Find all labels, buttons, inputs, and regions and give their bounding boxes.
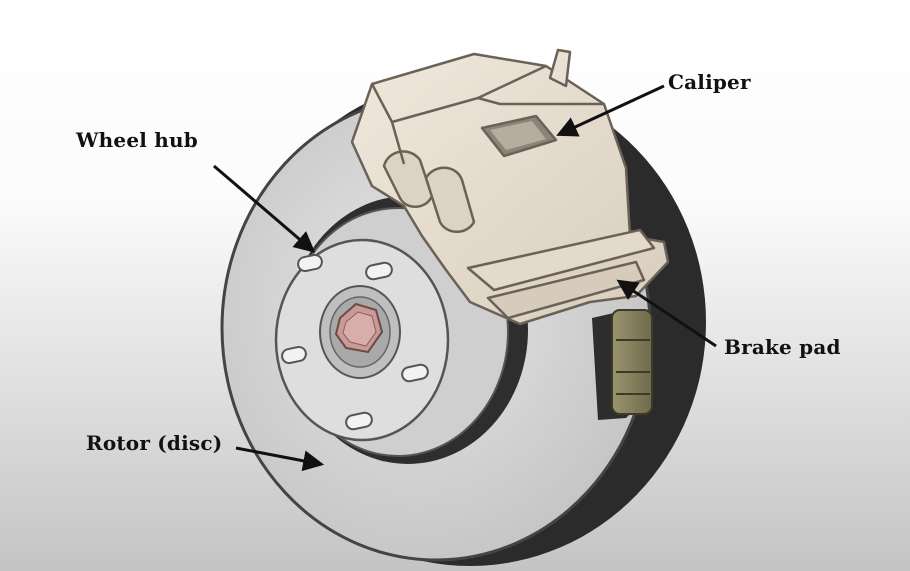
- label-brake-pad: Brake pad: [724, 335, 841, 359]
- label-wheel-hub: Wheel hub: [76, 128, 198, 152]
- wheel-hub: [276, 240, 448, 440]
- label-caliper: Caliper: [668, 70, 751, 94]
- brake-pad-bracket: [592, 310, 652, 420]
- label-rotor: Rotor (disc): [86, 431, 222, 455]
